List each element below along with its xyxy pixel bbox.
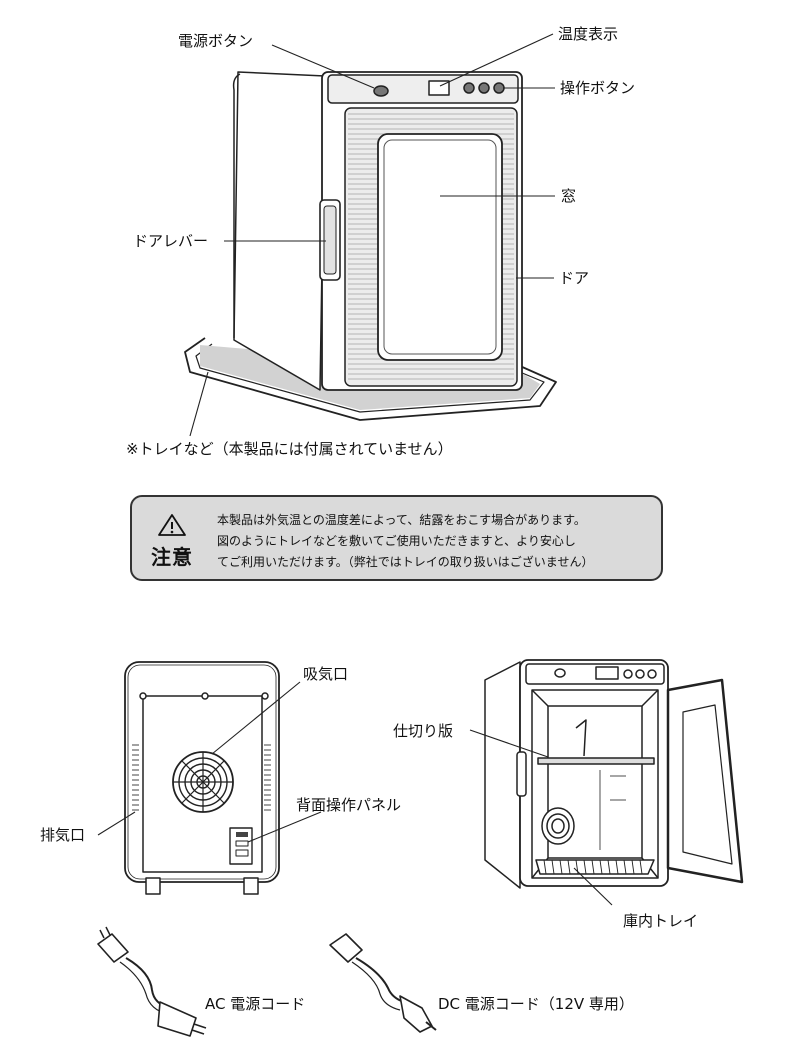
control-panel (327, 74, 519, 104)
door-lever-label: ドアレバー (133, 232, 209, 250)
exhaust-label: 排気口 (40, 826, 86, 844)
back-panel-label: 背面操作パネル (296, 796, 402, 814)
inner-tray-label: 庫内トレイ (623, 912, 699, 930)
caution-notice: 注意 本製品は外気温との温度差によって、結露をおこす場合があります。 図のように… (130, 495, 663, 581)
warning-triangle-icon (158, 514, 186, 536)
intake-label: 吸気口 (303, 665, 349, 683)
fan-icon (172, 751, 234, 813)
caution-line: 図のようにトレイなどを敷いてご使用いただきますと、より安心し (217, 534, 576, 548)
power-button-label: 電源ボタン (178, 32, 254, 50)
control-button-icon (493, 82, 505, 94)
tray-note: ※トレイなど（本製品には付属されていません） (126, 440, 453, 458)
window-label: 窓 (561, 187, 577, 205)
fridge-front-view (184, 71, 557, 421)
ac-cord-label: AC 電源コード (205, 995, 306, 1013)
dc-cord-label: DC 電源コード（12V 専用） (438, 995, 634, 1013)
inner-tray-rack (535, 859, 655, 875)
caution-badge: 注意 (150, 513, 194, 570)
dc-cord-illustration (329, 933, 437, 1033)
divider-shelf (537, 757, 655, 765)
control-button-icon (463, 82, 475, 94)
power-button-icon (373, 85, 389, 97)
control-buttons-label: 操作ボタン (560, 79, 636, 97)
caution-title: 注意 (151, 545, 193, 569)
door-label: ドア (559, 269, 590, 287)
ac-cord-illustration (97, 926, 207, 1037)
temp-display-label: 温度表示 (558, 25, 619, 43)
caution-line: 本製品は外気温との温度差によって、結露をおこす場合があります。 (217, 513, 586, 527)
caution-text: 本製品は外気温との温度差によって、結露をおこす場合があります。 図のようにトレイ… (217, 510, 593, 573)
fridge-back-view (124, 661, 280, 895)
caution-line: てご利用いただけます。（弊社ではトレイの取り扱いはございません） (217, 555, 594, 569)
control-button-icon (478, 82, 490, 94)
divider-label: 仕切り版 (393, 722, 454, 740)
fridge-open-view (484, 659, 744, 889)
